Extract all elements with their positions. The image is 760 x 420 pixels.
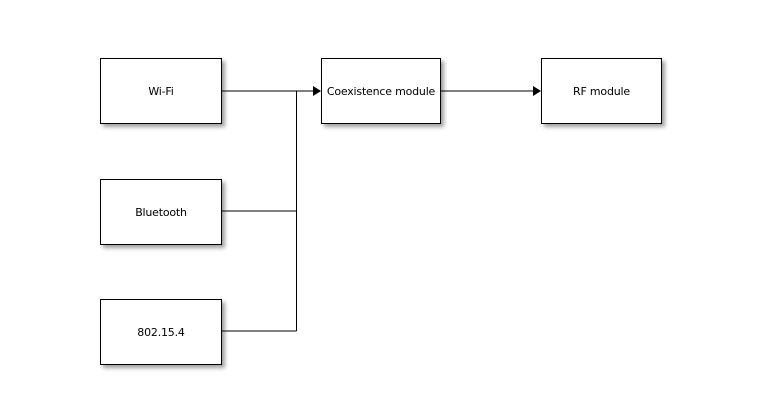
arrowhead-into-rf-module [533,86,541,96]
node-coexistence-module-label: Coexistence module [326,84,436,98]
node-802-15-4[interactable]: 802.15.4 [100,299,222,365]
node-bluetooth-label: Bluetooth [135,205,187,219]
node-coexistence-module[interactable]: Coexistence module [321,58,441,124]
node-rf-module-label: RF module [573,84,630,98]
node-wifi-label: Wi-Fi [148,84,174,98]
node-rf-module[interactable]: RF module [541,58,662,124]
node-802-15-4-label: 802.15.4 [137,325,185,339]
node-bluetooth[interactable]: Bluetooth [100,179,222,245]
arrowhead-into-coexistence [313,86,321,96]
node-wifi[interactable]: Wi-Fi [100,58,222,124]
